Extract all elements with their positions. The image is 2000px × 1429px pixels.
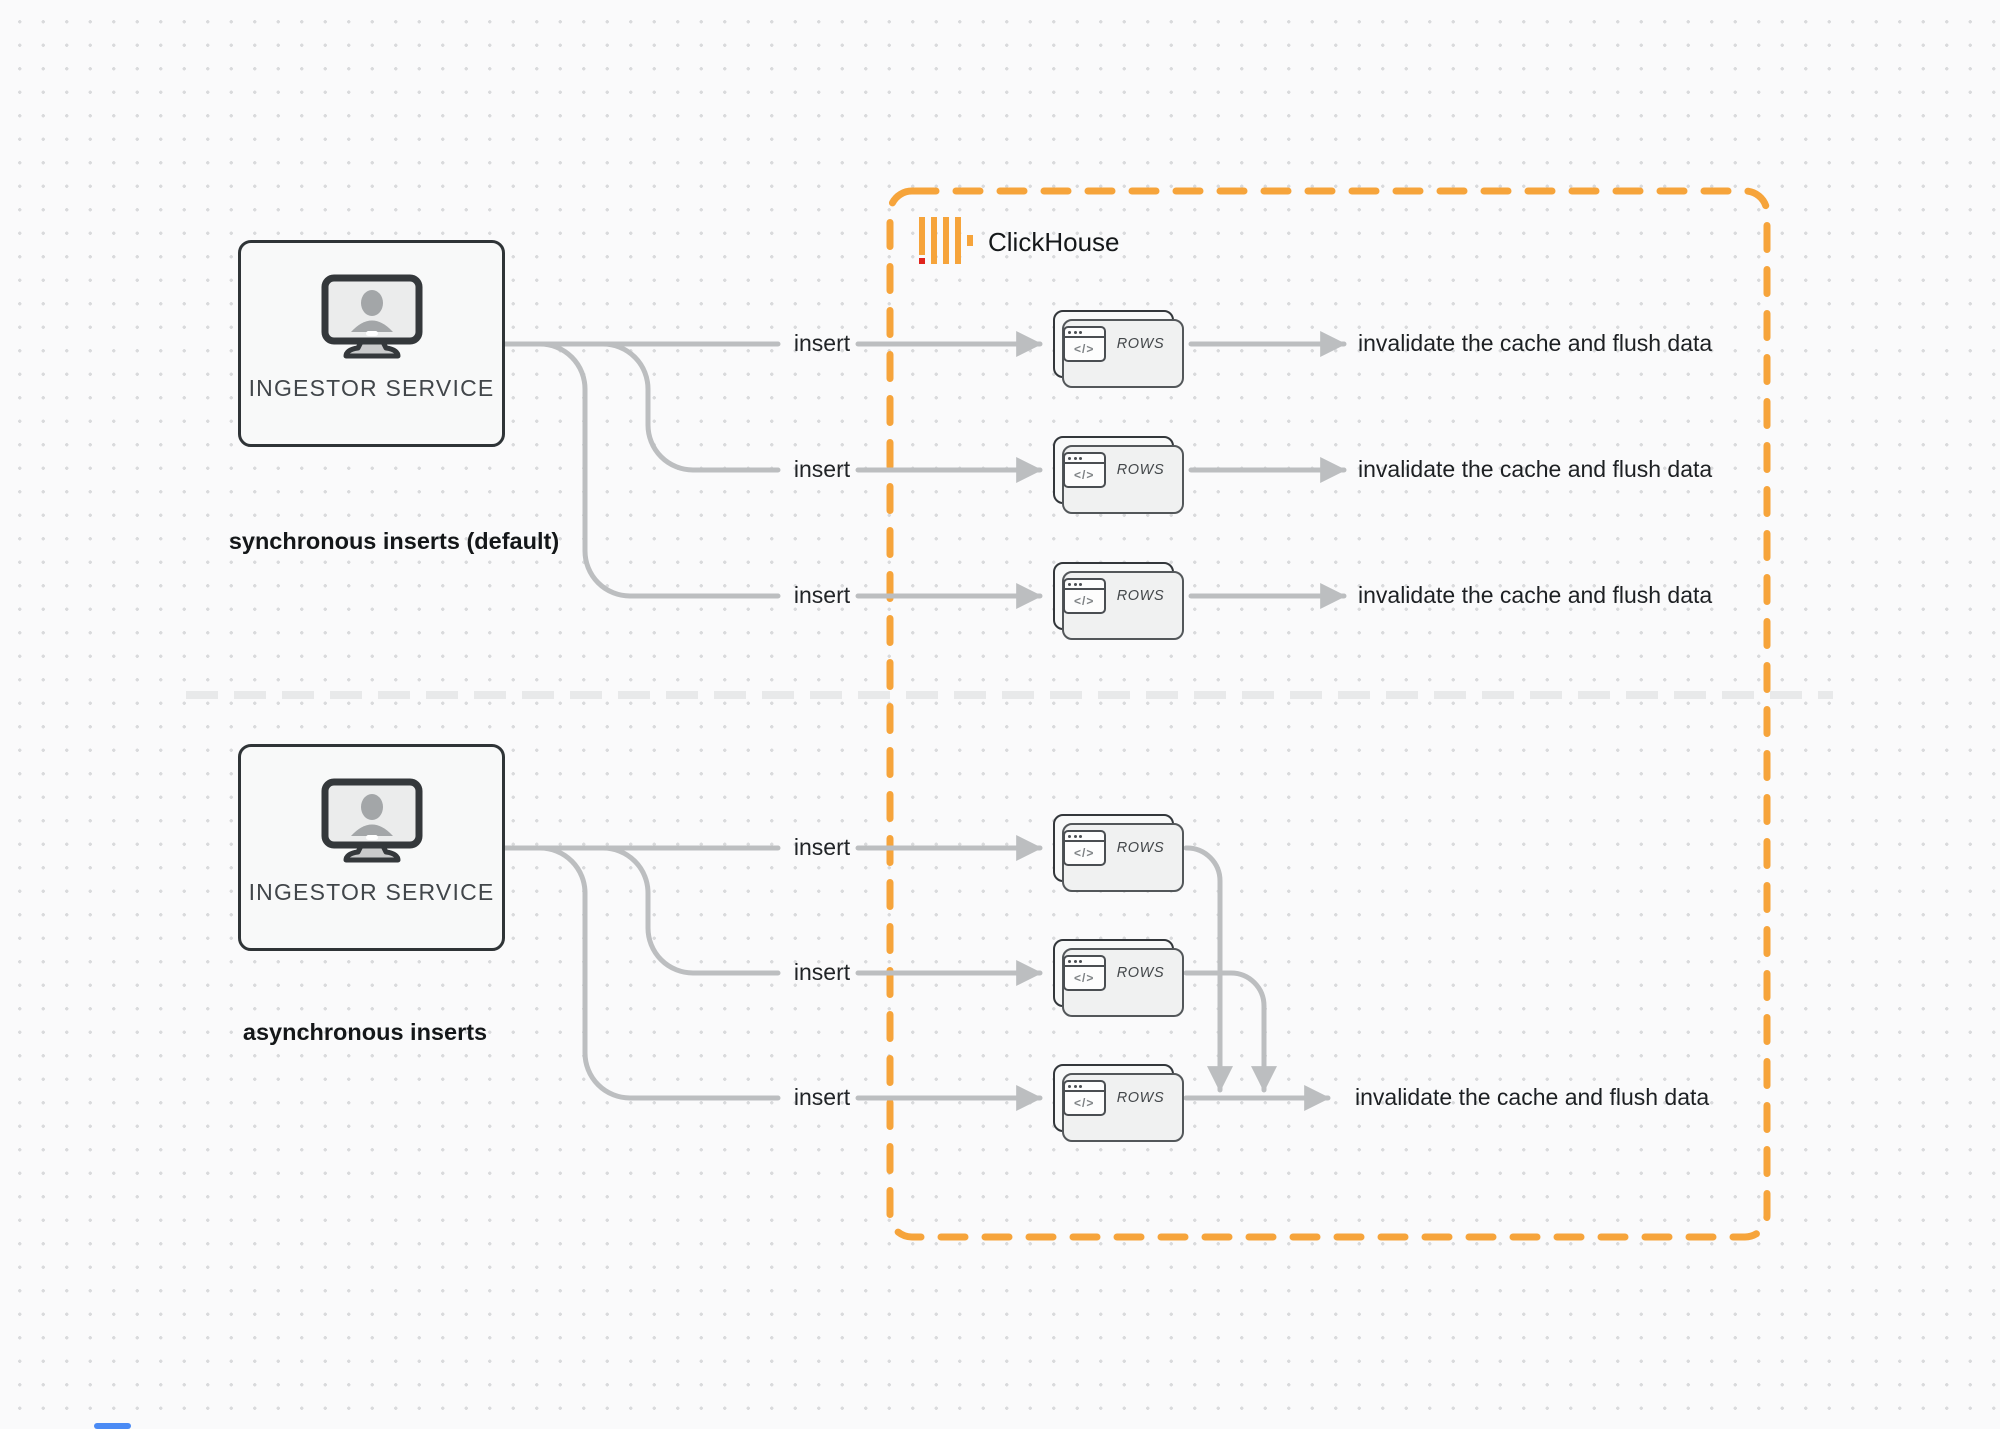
sync-branch-line-2: [502, 341, 781, 473]
async-branch-line-3: [502, 845, 781, 1101]
async-rows-card-2: </> ROWS: [1053, 939, 1174, 1007]
async-service-label: INGESTOR SERVICE: [248, 879, 495, 905]
rows-card-label: ROWS: [1116, 336, 1165, 352]
rows-card-label: ROWS: [1116, 1090, 1165, 1106]
async-result-label: invalidate the cache and flush data: [1355, 1084, 1710, 1110]
async-rows-card-3: </> ROWS: [1053, 1064, 1174, 1132]
rows-card-label: ROWS: [1116, 965, 1165, 981]
monitor-user-icon: [321, 274, 422, 359]
async-insert-label-3: insert: [793, 1084, 851, 1110]
async-branch-line-2: [502, 845, 781, 976]
sync-result-label-2: invalidate the cache and flush data: [1358, 456, 1713, 482]
sync-branch-line-3: [502, 341, 781, 599]
sync-insert-label-2: insert: [793, 456, 851, 482]
async-section-caption: asynchronous inserts: [242, 1019, 488, 1045]
monitor-user-icon: [321, 778, 422, 863]
async-ingestor-service-box: INGESTOR SERVICE: [238, 744, 505, 951]
code-glyph: </>: [1074, 1095, 1095, 1110]
sync-insert-label-3: insert: [793, 582, 851, 608]
code-glyph: </>: [1074, 341, 1095, 356]
code-window-icon: </>: [1062, 326, 1106, 362]
async-merge-arrow-from-row-1: [1183, 845, 1233, 1093]
sync-rows-card-3: </> ROWS: [1053, 562, 1174, 630]
sync-service-label: INGESTOR SERVICE: [248, 375, 495, 401]
code-glyph: </>: [1074, 970, 1095, 985]
async-merge-arrow-from-row-2: [1183, 970, 1277, 1093]
code-glyph: </>: [1074, 593, 1095, 608]
rows-card-label: ROWS: [1116, 462, 1165, 478]
sync-insert-label-1: insert: [793, 330, 851, 356]
code-window-icon: </>: [1062, 1080, 1106, 1116]
sync-result-label-3: invalidate the cache and flush data: [1358, 582, 1713, 608]
clickhouse-brand-label: ClickHouse: [988, 227, 1120, 257]
sync-rows-card-2: </> ROWS: [1053, 436, 1174, 504]
async-insert-label-2: insert: [793, 959, 851, 985]
async-rows-card-1: </> ROWS: [1053, 814, 1174, 882]
code-window-icon: </>: [1062, 452, 1106, 488]
clickhouse-boundary-dashed-box: [886, 187, 1771, 1241]
clickhouse-logo-icon: [919, 217, 973, 264]
async-insert-label-1: insert: [793, 834, 851, 860]
sync-ingestor-service-box: INGESTOR SERVICE: [238, 240, 505, 447]
sync-section-caption: synchronous inserts (default): [228, 528, 560, 554]
code-glyph: </>: [1074, 845, 1095, 860]
screen-edge-artifact: [94, 1423, 131, 1429]
rows-card-label: ROWS: [1116, 840, 1165, 856]
sync-rows-card-1: </> ROWS: [1053, 310, 1174, 378]
code-window-icon: </>: [1062, 955, 1106, 991]
code-glyph: </>: [1074, 467, 1095, 482]
rows-card-label: ROWS: [1116, 588, 1165, 604]
code-window-icon: </>: [1062, 830, 1106, 866]
sync-result-label-1: invalidate the cache and flush data: [1358, 330, 1713, 356]
code-window-icon: </>: [1062, 578, 1106, 614]
